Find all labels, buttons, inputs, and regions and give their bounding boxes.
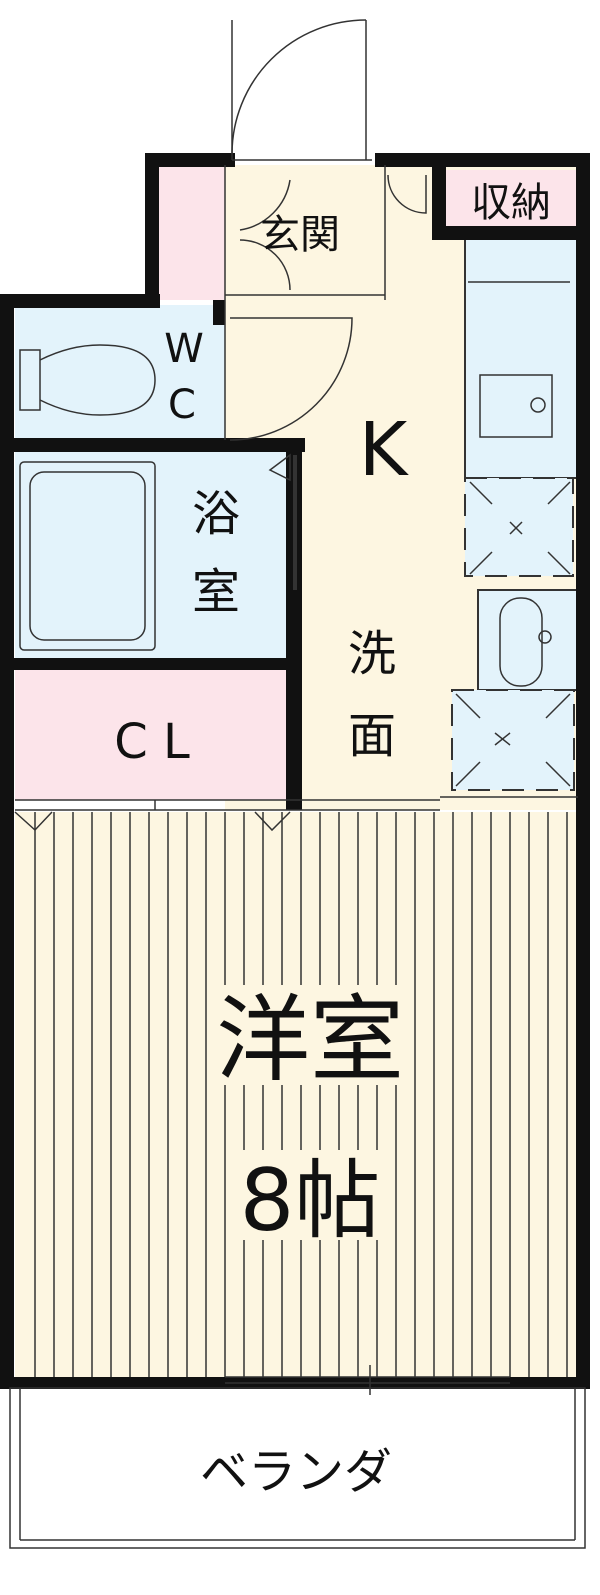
wc-label-w: W <box>164 326 204 372</box>
bath-label-bottom: 室 <box>192 564 240 620</box>
entrance-floor <box>225 165 385 295</box>
fridge-x-icon <box>469 481 571 575</box>
shoe-box-door <box>239 179 291 291</box>
western-room-size-bg <box>228 1150 393 1240</box>
wall-storage-bottom <box>432 226 590 240</box>
closet-label: C L <box>114 714 190 770</box>
storage-door <box>387 174 427 214</box>
western-room-label: 洋室 <box>216 986 404 1095</box>
western-room-floor <box>15 812 580 1377</box>
wall-storage-left <box>432 153 446 240</box>
labels: 玄関 収納 W C K 浴 室 洗 面 C L 洋室 8帖 ベランダ <box>114 180 551 1500</box>
flooring-stripes <box>34 812 568 1377</box>
wc-door <box>229 317 353 441</box>
toilet-icon <box>19 344 156 416</box>
wall-wc-bottom <box>0 438 305 452</box>
washbasin-icon <box>499 597 552 687</box>
washer-x-icon <box>455 693 571 787</box>
wall-wc-top <box>0 294 160 308</box>
western-room-size-label: 8帖 <box>240 1151 381 1251</box>
doors <box>14 19 427 832</box>
walls <box>0 153 590 1389</box>
thin-lines <box>9 20 586 1549</box>
wall-top-right <box>145 153 235 167</box>
shoe-storage-floor <box>155 165 225 300</box>
room-fills <box>15 165 580 1377</box>
closet-floor <box>15 670 295 800</box>
entrance-label: 玄関 <box>260 212 340 258</box>
washer-pan <box>451 689 575 791</box>
fixtures <box>19 281 571 787</box>
wall-wc-right-stub <box>213 300 225 325</box>
bathtub-icon <box>19 461 156 651</box>
storage-label: 収納 <box>471 180 551 226</box>
washbasin-counter <box>477 589 579 691</box>
washroom-label-bottom: 面 <box>348 708 396 764</box>
wc-floor <box>15 305 225 440</box>
wall-left-main <box>0 294 14 1389</box>
storage-floor <box>445 170 580 230</box>
entrance-door <box>231 19 367 155</box>
bath-door-mark <box>268 453 291 482</box>
kitchen-counter <box>464 237 578 479</box>
western-room-label-bg <box>208 985 413 1085</box>
wall-bath-bottom <box>0 658 302 670</box>
kitchen-sink-icon <box>468 281 570 438</box>
closet-door-right <box>254 811 291 832</box>
closet-door-left <box>14 811 53 832</box>
wc-label-c: C <box>168 382 196 428</box>
washroom-label-top: 洗 <box>348 626 396 682</box>
wall-left-upper <box>145 153 159 303</box>
wall-right-main <box>576 153 590 1389</box>
bath-label-top: 浴 <box>192 486 240 542</box>
wall-top-far-right <box>375 153 590 167</box>
wall-bath-right <box>286 438 302 810</box>
balcony-label: ベランダ <box>200 1444 392 1500</box>
kitchen-label: K <box>359 407 410 493</box>
